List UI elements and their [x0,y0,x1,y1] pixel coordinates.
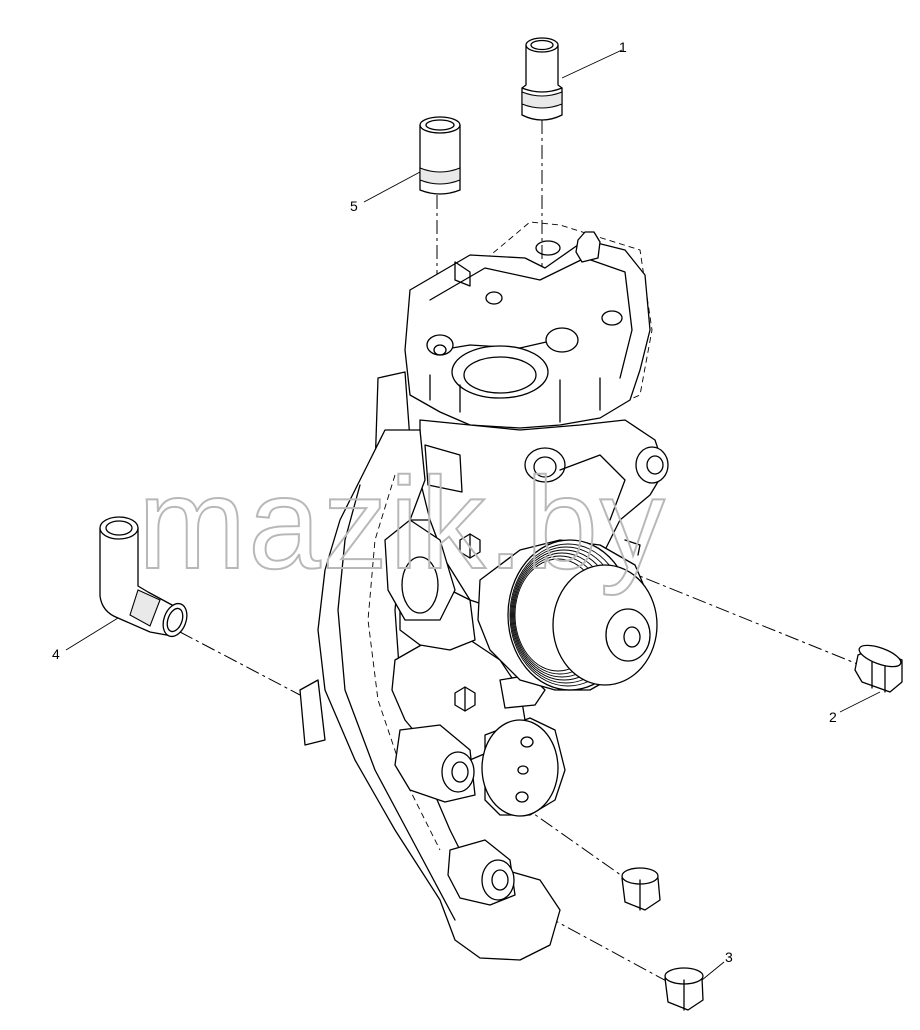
callout-1: 1 [619,39,627,55]
pulley [477,539,658,691]
pump-housing [299,221,669,961]
part-1-tube-fitting [521,37,563,121]
callout-5: 5 [350,198,358,214]
leader-lines [65,49,881,981]
bolt-upper [459,533,481,559]
callout-2: 2 [829,709,837,725]
callout-labels: 1 2 3 4 5 [52,39,837,965]
watermark-text: mazik.by [138,450,667,596]
callout-3: 3 [725,949,733,965]
callout-4: 4 [52,646,60,662]
part-5-tube-fitting [419,116,461,195]
part-4-elbow-fitting [99,516,188,638]
bolt-lower [454,686,476,712]
part-2-plug [854,644,903,693]
part-3-plug [664,967,704,1011]
plug-middle [621,867,661,911]
